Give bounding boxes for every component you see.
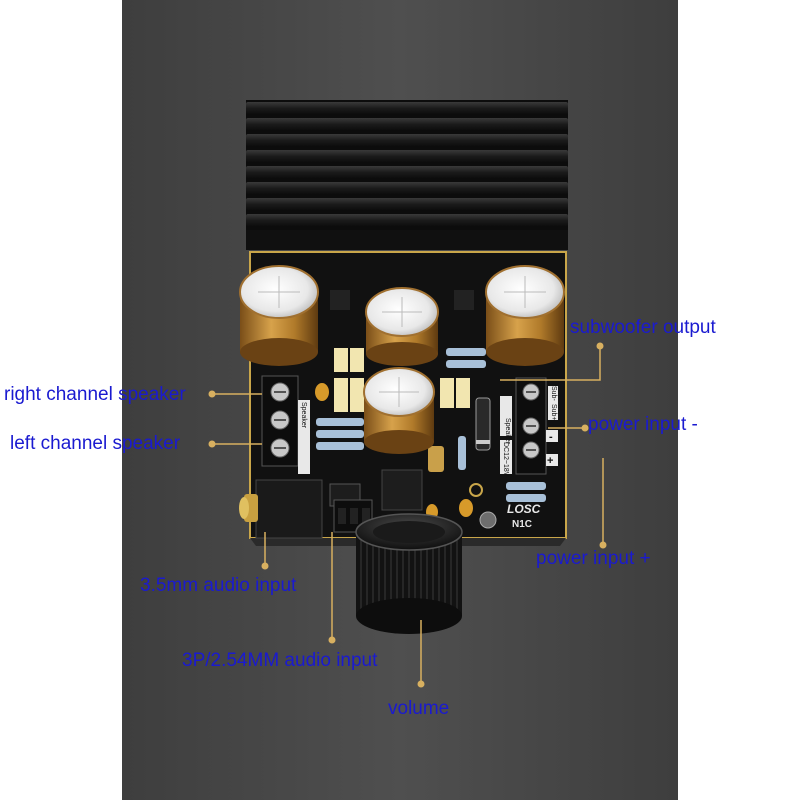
potentiometer-body <box>381 469 423 511</box>
annotation-lines <box>212 346 604 684</box>
diode <box>475 397 491 451</box>
silkscreen-plus: + <box>547 455 553 467</box>
transistors <box>330 290 474 310</box>
power-terminal-block <box>500 377 558 475</box>
label-audio-3p: 3P/2.54MM audio input <box>182 650 378 671</box>
volume-knob <box>355 513 463 634</box>
label-power-input-plus: power input + <box>536 548 651 569</box>
brand-logo: LOSC <box>507 502 541 516</box>
electrolytic-capacitor-center-bottom <box>363 367 435 454</box>
silkscreen-dc-rating: DC12~18V <box>502 442 509 477</box>
resistors <box>316 348 546 506</box>
label-left-channel-speaker: left channel speaker <box>10 433 181 454</box>
silkscreen-sub-minus: Sub- <box>550 386 557 401</box>
electrolytic-capacitor-right <box>485 265 565 366</box>
label-power-input-minus: power input - <box>588 414 698 435</box>
diode-band <box>476 440 490 444</box>
model-text: N1C <box>512 519 532 530</box>
film-capacitors <box>334 348 470 412</box>
silkscreen-speaker: Speaker <box>504 418 511 445</box>
annotation-dots <box>208 342 607 688</box>
screw <box>479 511 497 529</box>
silkscreen-minus: - <box>549 431 553 443</box>
electrolytic-capacitor-center-top <box>365 287 439 366</box>
speaker-terminal-block <box>261 375 310 474</box>
audio-jack-3-5mm <box>239 479 323 539</box>
silkscreen-sub-plus: Sub+ <box>550 404 557 421</box>
label-volume: volume <box>388 698 450 719</box>
silkscreen-speaker-left: Speaker <box>300 402 307 429</box>
mounting-hole <box>469 483 483 497</box>
label-audio-35mm: 3.5mm audio input <box>140 575 297 596</box>
electrolytic-capacitor-left <box>239 265 319 366</box>
label-subwoofer-output: subwoofer output <box>570 317 716 338</box>
label-right-channel-speaker: right channel speaker <box>4 384 186 405</box>
small-electrolytic-capacitor <box>428 446 444 472</box>
